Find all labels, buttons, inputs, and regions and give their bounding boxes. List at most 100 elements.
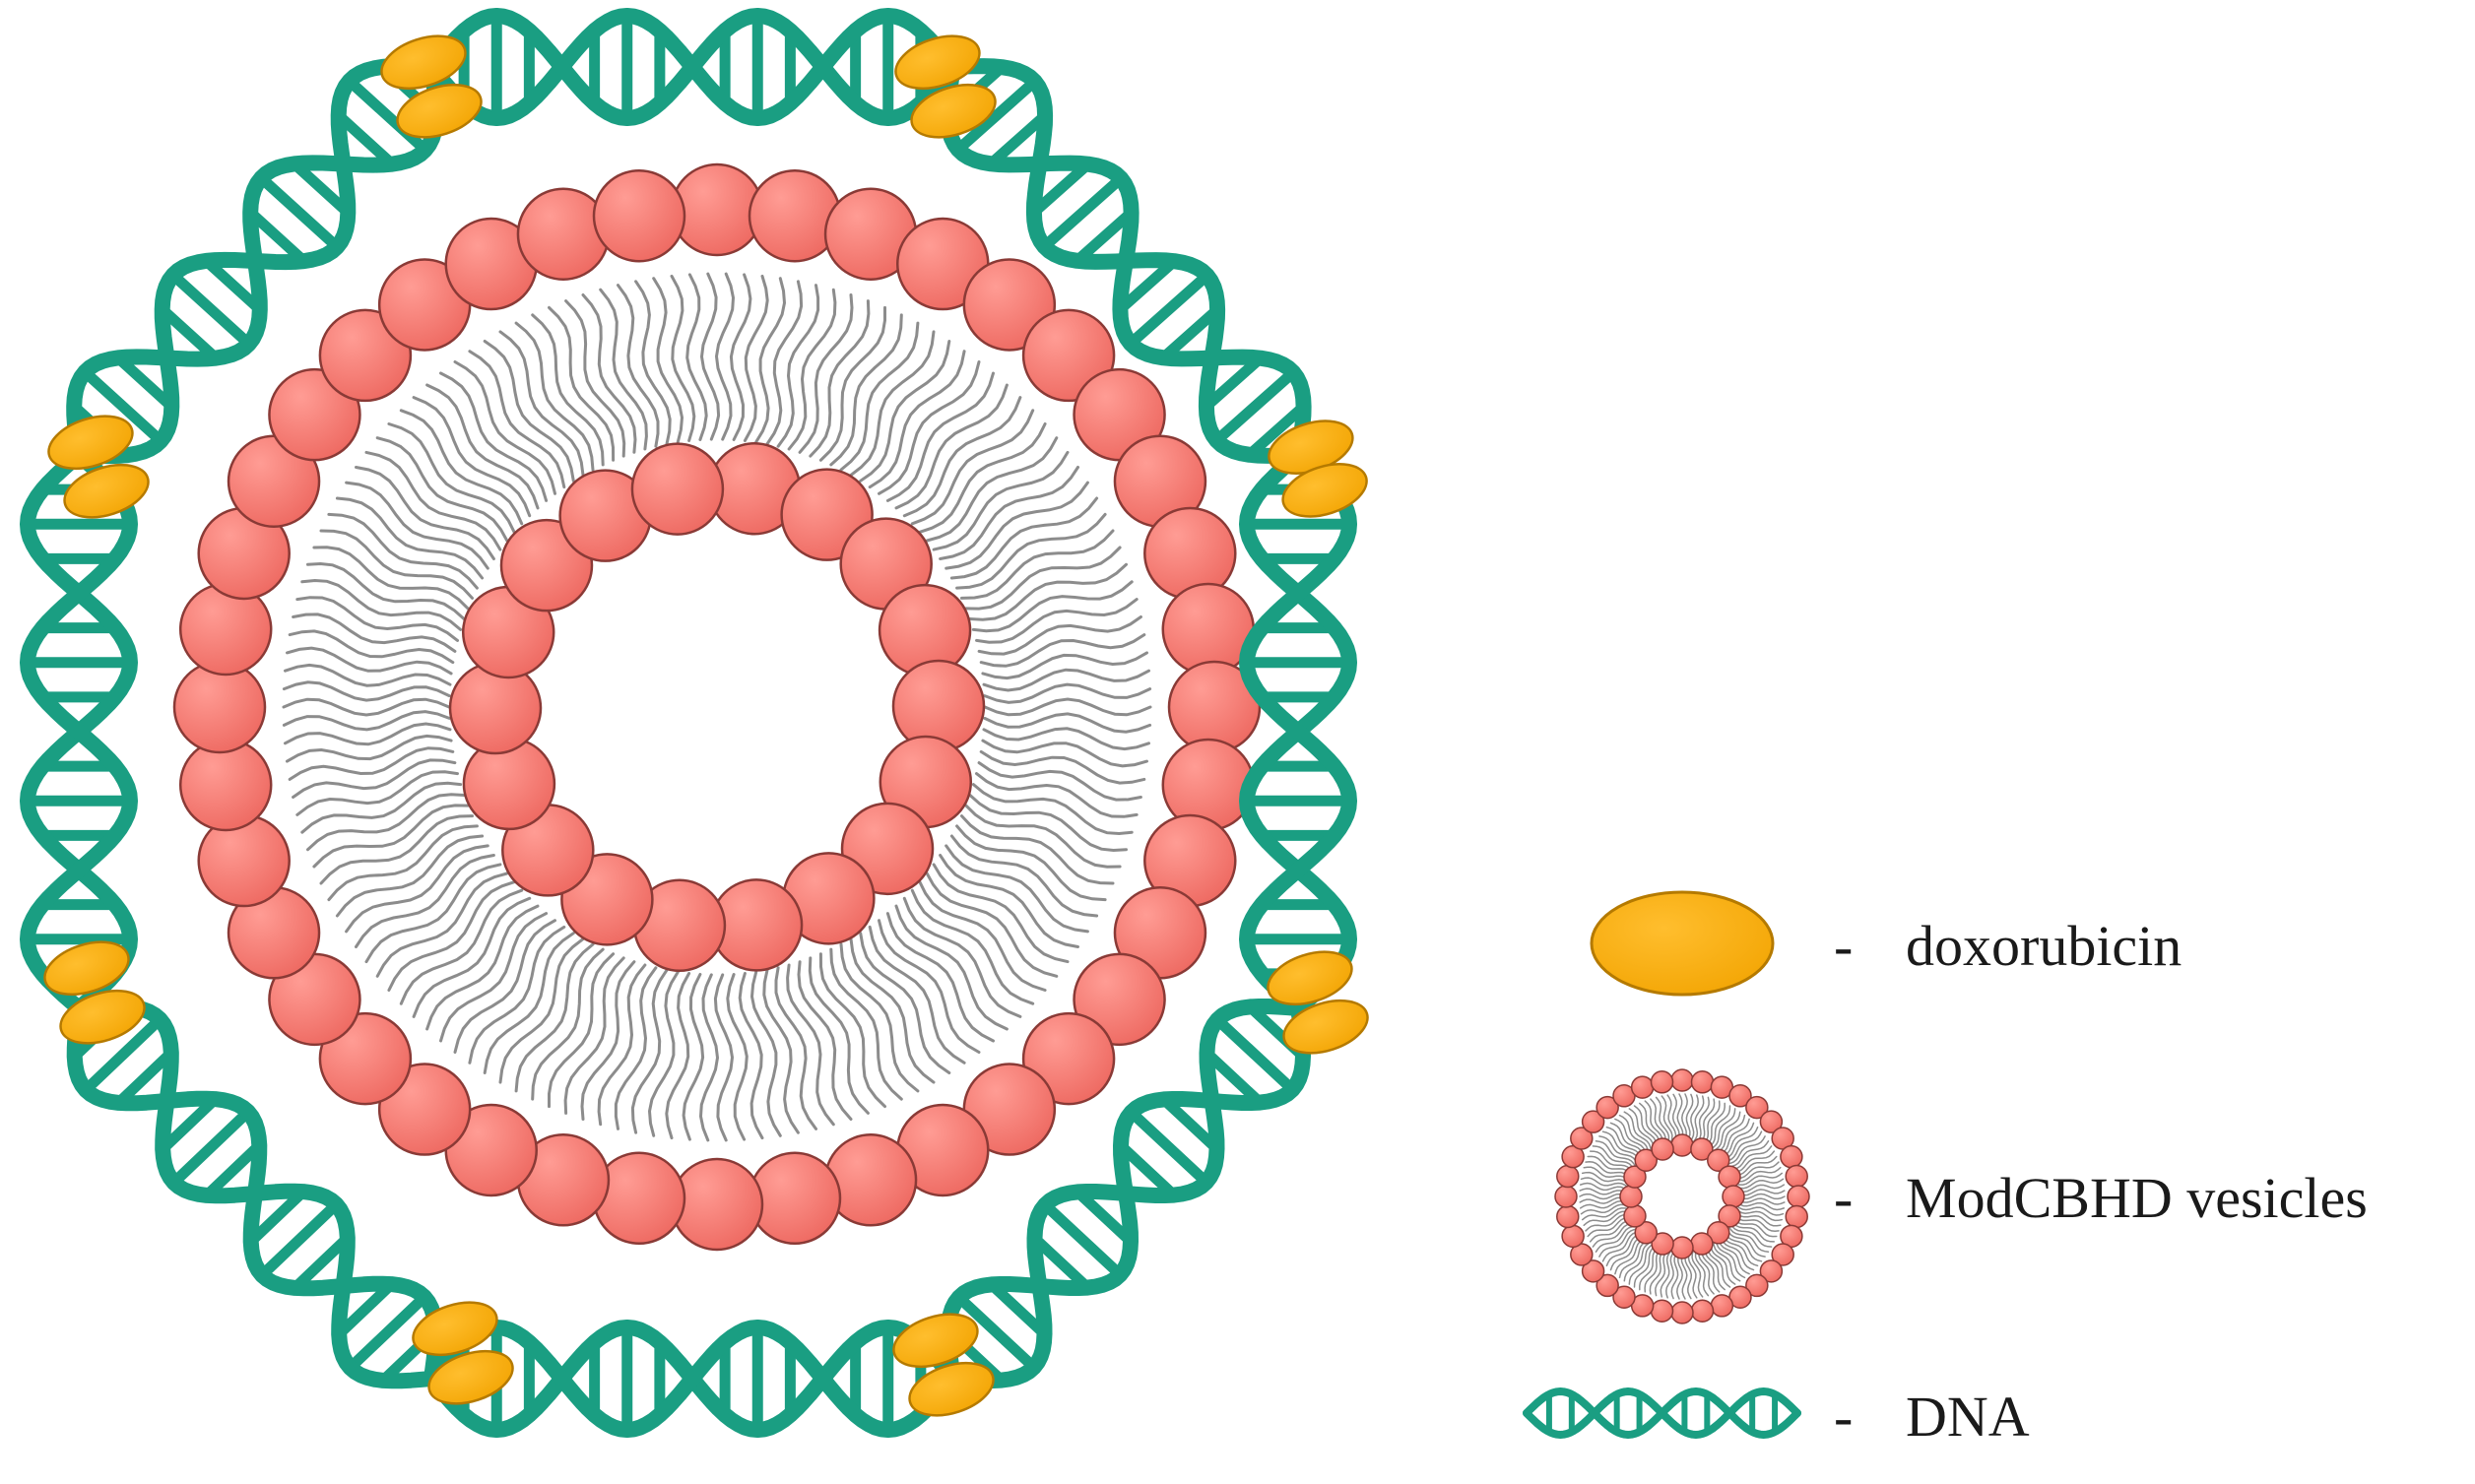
lipid-tail [399, 888, 524, 1005]
legend-dash: - [1834, 1385, 1854, 1449]
lipid-tail [1731, 1155, 1778, 1177]
lipid-tail [284, 663, 452, 687]
lipid-tail [1585, 1160, 1632, 1179]
lipid-tail [282, 710, 451, 732]
lipid-tail [868, 925, 966, 1065]
lipid-tail [1710, 1243, 1736, 1285]
lipid-tail [925, 436, 1059, 543]
dna-base-pair [990, 1282, 1046, 1336]
dna-base-pair [1131, 1112, 1206, 1183]
lipid-tail [531, 313, 605, 467]
lipid-tail [818, 305, 886, 462]
lipid-tail [1735, 1204, 1785, 1216]
lipid-tail [1735, 1201, 1786, 1211]
dna-base-pair [249, 1190, 305, 1244]
lipid-tail [300, 781, 463, 834]
lipid-tail [1609, 1122, 1645, 1158]
lipid-head [1596, 1095, 1619, 1120]
dna-base-pair [117, 1051, 172, 1105]
lipid-tail [1583, 1166, 1631, 1182]
lipid-tail [1701, 1247, 1721, 1293]
lipid-head [1619, 1185, 1643, 1208]
lipid-tail [1680, 1251, 1688, 1300]
lipid-head [1623, 1165, 1647, 1189]
lipid-tail [910, 888, 1035, 1005]
lipid-tail [1736, 1189, 1786, 1196]
lipid-tail [1710, 1108, 1736, 1150]
lipid-tail [498, 330, 585, 477]
lipid-tail [1655, 1249, 1669, 1297]
lipid-head [1718, 1204, 1741, 1228]
lipid-tail [1689, 1094, 1699, 1143]
lipid-tail [327, 512, 479, 590]
lipid-tail [1605, 1233, 1643, 1267]
lipid-tail [868, 350, 966, 489]
lipid-tail [910, 409, 1035, 526]
lipid-head [592, 168, 686, 263]
lipid-tail [1609, 1235, 1645, 1271]
lipid-head [1690, 1232, 1714, 1256]
lipid-head [1612, 1285, 1636, 1309]
lipid-tail [1724, 1130, 1763, 1163]
lipid-tail [1694, 1249, 1710, 1297]
lipid-tail [918, 880, 1047, 992]
lipid-tail [894, 383, 1009, 510]
dna-base-pair [338, 1282, 393, 1336]
lipid-tail [699, 272, 721, 441]
lipid-tail [514, 942, 595, 1093]
lipid-head [1650, 1299, 1674, 1323]
lipid-tail [439, 912, 549, 1043]
dna-base-pair [1033, 1236, 1089, 1290]
lipid-tail [1579, 1188, 1628, 1195]
lipid-tail [960, 814, 1115, 885]
lipid-tail [1712, 1241, 1741, 1282]
lipid-tail [1727, 1225, 1770, 1253]
doxorubicin-molecule [43, 940, 130, 997]
lipid-tail [1670, 1251, 1679, 1300]
dna-base-pair [262, 1203, 337, 1276]
lipid-head [1596, 1273, 1619, 1298]
dna-base-pair [1216, 371, 1293, 441]
lipid-tail [1698, 1098, 1716, 1145]
lipid-head [1630, 1075, 1655, 1099]
lipid-tail [1639, 1246, 1661, 1291]
lipid-tail [1579, 1196, 1628, 1204]
lipid-tail [964, 804, 1122, 869]
lipid-tail [630, 968, 669, 1134]
lipid-tail [1671, 1093, 1680, 1142]
lipid-tail [1734, 1172, 1784, 1186]
lipid-tail [286, 734, 453, 763]
lipid-tail [878, 360, 981, 495]
lipid-tail [1589, 1150, 1634, 1174]
lipid-tail [925, 871, 1059, 978]
lipid-tail [787, 288, 837, 451]
doxorubicin-molecule [1282, 999, 1369, 1055]
legend-label-dna: DNA [1906, 1385, 2030, 1449]
doxorubicin-molecule [380, 34, 467, 91]
lipid-tail [932, 863, 1070, 964]
legend-label-doxorubicin: doxorubicin [1906, 914, 2182, 978]
lipid-tail [1701, 1100, 1721, 1146]
lipid-tail [798, 293, 854, 454]
lipid-tail [1735, 1184, 1786, 1194]
doxorubicin-molecule [63, 463, 150, 519]
lipid-head [630, 442, 725, 536]
dna-base-pair [1131, 275, 1207, 345]
lipid-tail [1736, 1197, 1786, 1205]
lipid-tail [439, 371, 549, 502]
lipid-tail [335, 496, 485, 580]
lipid-head [1759, 1259, 1784, 1283]
lipid-tail [983, 697, 1152, 717]
dna-base-pair [350, 1296, 424, 1369]
lipid-head [1554, 1185, 1578, 1208]
lipid-tail [1707, 1105, 1731, 1149]
lipid-tail [1730, 1219, 1776, 1243]
dna-strand [1523, 1387, 1801, 1439]
lipid-tail [977, 761, 1142, 802]
lipid-tail [839, 321, 920, 472]
lipid-tail [1614, 1118, 1648, 1156]
dna-strand [941, 1000, 1311, 1387]
lipid-tail [548, 952, 616, 1109]
lipid-tail [1724, 1230, 1763, 1262]
lipid-tail [1579, 1199, 1629, 1209]
